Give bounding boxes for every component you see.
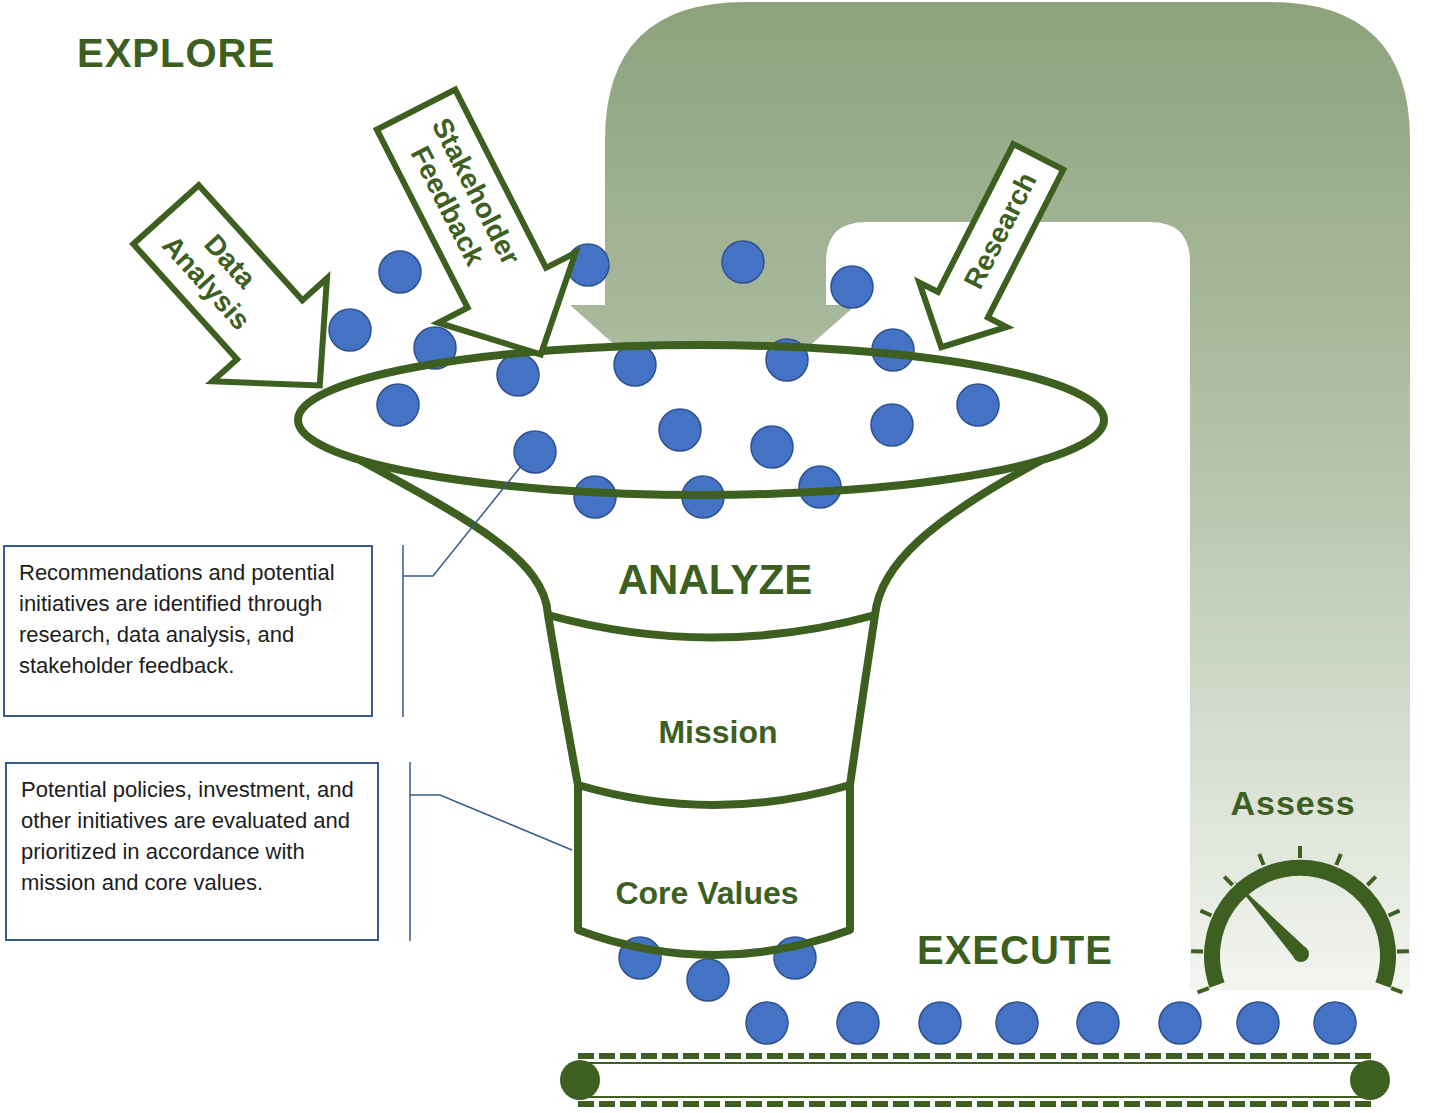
input-arrow: Data Analysis (109, 163, 377, 437)
callout-box: Potential policies, investment, and othe… (5, 762, 379, 941)
gauge-tick (1389, 911, 1400, 916)
funnel-band: Mission (598, 710, 838, 755)
gauge-tick (1367, 877, 1375, 886)
gauge-tick (1259, 854, 1263, 865)
arrow-outline (898, 135, 1082, 370)
callout-text: Potential policies, investment, and othe… (21, 774, 363, 898)
gauge-tick (1336, 854, 1340, 865)
initiative-dots (329, 241, 1356, 1044)
gauge-tick (1391, 988, 1402, 992)
gauge-tick (1397, 949, 1409, 953)
gauge-tick (1198, 988, 1209, 992)
label-wrap: EXECUTE (917, 928, 1113, 973)
funnel-band: Core Values (607, 871, 807, 916)
funnel-rim-fill (298, 345, 1104, 495)
label-wrap: EXPLORE (77, 31, 275, 76)
callout-leaders (403, 465, 572, 941)
node-label: Mission (598, 710, 838, 755)
gauge-tick (1191, 949, 1203, 953)
input-arrow: Stakeholder Feedback (347, 75, 609, 390)
node-label: ANALYZE (565, 551, 865, 610)
gauge-tick (1224, 877, 1232, 886)
gauge-tick (1200, 911, 1211, 916)
label-wrap: Assess (1231, 784, 1356, 823)
stage-title: EXPLORE (77, 31, 275, 76)
gauge-icon (1191, 846, 1409, 992)
funnel-outline (298, 345, 1104, 955)
stage-title: EXECUTE (917, 928, 1113, 973)
callout-text: Recommendations and potential initiative… (19, 557, 357, 681)
conveyor-belt (560, 1056, 1390, 1104)
gauge-tick (1298, 846, 1302, 858)
node-label: Core Values (607, 871, 807, 916)
arrow-outline (109, 163, 377, 437)
arrow-outline (347, 75, 609, 390)
funnel-band: ANALYZE (565, 551, 865, 610)
input-arrow: Research (898, 135, 1082, 370)
funnel-body (360, 460, 1042, 955)
stage-title: Assess (1231, 784, 1356, 823)
callout-box: Recommendations and potential initiative… (3, 545, 373, 717)
